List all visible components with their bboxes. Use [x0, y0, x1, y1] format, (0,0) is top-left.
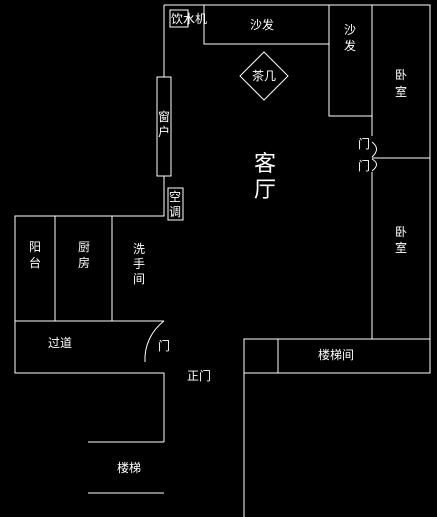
- label-stairs: 楼梯: [117, 460, 141, 475]
- label-bedroom-top-2: 室: [395, 84, 407, 99]
- label-bedroom-bottom-2: 室: [395, 240, 407, 255]
- label-bathroom-1: 洗: [133, 242, 145, 256]
- label-window-2: 户: [158, 124, 170, 139]
- outer-wall-left: [14, 5, 165, 442]
- label-window-1: 窗: [158, 110, 170, 124]
- label-sofa-right-2: 发: [344, 38, 356, 53]
- window: [156, 76, 172, 177]
- label-door-bedroom-b: 门: [358, 158, 370, 173]
- door-arc-bedroom-a: [371, 141, 377, 158]
- label-water-dispenser: 饮水机: [171, 12, 207, 26]
- sofa-top: [203, 4, 330, 45]
- label-living-room-1: 客: [254, 152, 276, 177]
- door-arc-bedroom-b: [371, 158, 377, 172]
- label-bathroom-3: 间: [133, 272, 145, 286]
- label-kitchen-1: 厨: [78, 240, 90, 254]
- label-balcony-1: 阳: [29, 240, 41, 254]
- water-dispenser-box: [169, 9, 189, 28]
- label-balcony-2: 台: [29, 255, 41, 270]
- label-living-room-2: 厅: [254, 178, 276, 203]
- label-main-door: 正门: [187, 368, 211, 383]
- door-arc-corridor: [144, 320, 165, 363]
- tea-table: [239, 51, 289, 101]
- label-bedroom-bottom-1: 卧: [395, 225, 407, 239]
- label-ac-2: 调: [169, 205, 181, 219]
- label-stairwell: 楼梯间: [318, 347, 354, 362]
- outer-wall-main: [164, 4, 431, 374]
- label-sofa-top: 沙发: [250, 17, 274, 32]
- label-kitchen-2: 房: [78, 255, 90, 270]
- stairwell-wall: [243, 338, 430, 517]
- label-door-bedroom-a: 门: [358, 136, 370, 151]
- label-corridor: 过道: [48, 336, 72, 350]
- label-door-corridor: 门: [158, 338, 170, 353]
- label-sofa-right-1: 沙: [344, 23, 356, 37]
- air-conditioner: [167, 187, 184, 221]
- sofa-right: [328, 4, 373, 117]
- label-bedroom-top-1: 卧: [395, 68, 407, 82]
- label-bathroom-2: 手: [133, 257, 145, 271]
- label-tea-table: 茶几: [252, 68, 276, 83]
- label-ac-1: 空: [169, 190, 181, 204]
